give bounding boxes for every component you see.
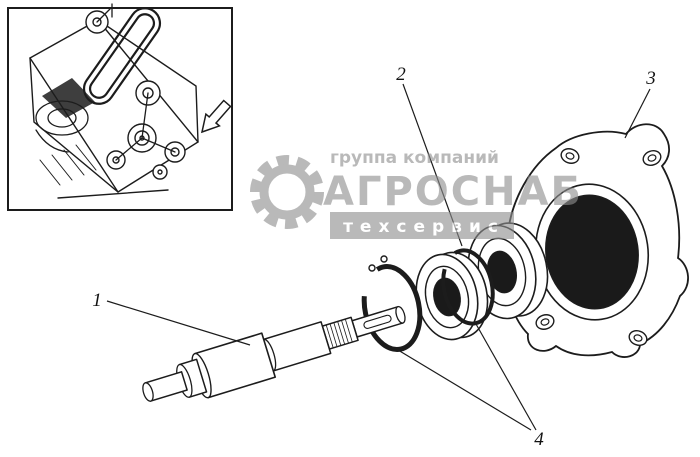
shaft-threads [325,319,353,349]
snap-ring-eye [380,255,388,263]
snap-ring-large [361,264,423,352]
inset-border [7,7,233,211]
tensioner-arms [96,3,176,161]
callout-4-line-b [475,323,537,431]
watermark-brand: АГРОСНАБ [323,169,583,215]
part-housing-flange [498,123,689,358]
callout-4-label: 4 [534,429,544,450]
part-snap-rings [361,248,495,352]
feeder-shading [42,78,95,118]
hatching-lines [39,144,97,186]
callout-4-line-a [397,349,532,431]
watermark-box [330,212,514,239]
gear-icon [250,155,324,229]
callout-3-label: 3 [645,68,656,89]
part-shaft [142,305,406,402]
housing-bolt-holes [535,148,662,346]
snap-ring-small [441,248,495,326]
watermark-company-group: группа компаний [330,148,499,168]
callout-1-label: 1 [92,290,102,311]
watermark-service: техсервис [343,217,505,237]
housing-bore [545,194,639,310]
callout-3-line [624,88,651,139]
drive-belt [82,7,162,105]
shaft-keyway [363,314,392,329]
snap-ring-eye [368,264,376,272]
location-arrow-icon [200,99,232,134]
watermark: группа компаний АГРОСНАБ техсервис [250,148,583,239]
callout-1-line [106,300,251,346]
callout-2-label: 2 [396,64,406,85]
machine-location-inset [7,3,233,211]
